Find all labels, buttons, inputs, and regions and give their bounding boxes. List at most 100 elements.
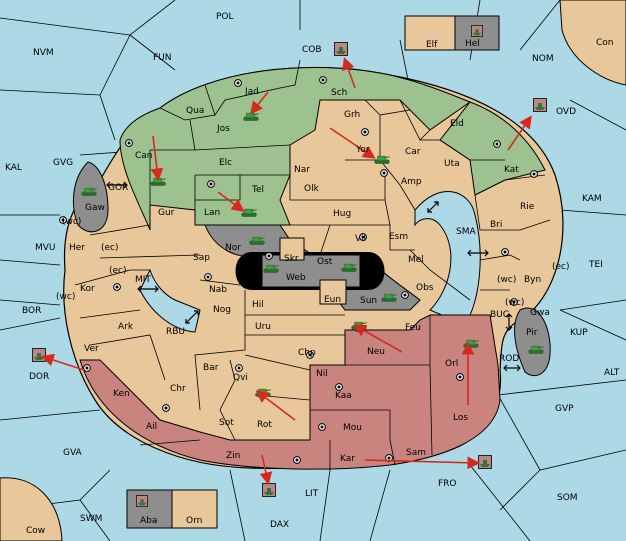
fleet-cob[interactable] [334,42,348,56]
label-wc2: (wc) [497,275,516,285]
label-hel: Hel [465,39,480,49]
label-amp: Amp [401,177,422,187]
label-tel: Tel [251,185,264,195]
label-som: SOM [557,493,578,503]
label-kam: KAM [582,194,602,204]
territory-orn[interactable] [171,489,218,529]
label-lit: LIT [305,489,319,499]
label-orn: Orn [186,516,202,526]
territory-pir[interactable] [514,307,551,377]
label-ec2: (ec) [552,262,570,272]
label-nom: NOM [532,54,554,64]
label-chr: Chr [170,384,186,394]
label-yor: Yor [355,145,370,155]
territory-web[interactable] [261,254,361,288]
label-neu: Neu [367,347,385,357]
region-red-south [79,314,501,470]
sea-rbu[interactable] [139,268,201,333]
label-sma: SMA [456,227,476,237]
label-gur: Gur [158,208,175,218]
label-mou: Mou [343,423,362,433]
label-dax: DAX [270,520,289,530]
territory-aba[interactable] [126,489,173,529]
supply-centers [59,76,538,464]
territory-gaw[interactable] [72,161,109,233]
label-gva: GVA [63,448,83,458]
label-uru: Uru [255,322,271,332]
label-eun: Eun [324,295,341,305]
label-rbu: RBU [166,327,185,337]
label-ver: Ver [84,344,99,354]
order-arrows [40,56,532,486]
label-vil: Vil [355,234,366,244]
label-con: Con [596,38,614,48]
label-bor: BOR [22,306,41,316]
fleet-lit[interactable] [262,483,276,497]
label-kat: Kat [504,165,519,175]
label-web: Web [286,273,306,283]
label-gaw: Gaw [85,203,105,213]
label-aba: Aba [140,516,157,526]
label-jad: Jad [244,87,259,97]
label-sot: Sot [219,418,234,428]
label-elc: Elc [219,158,232,168]
label-hug: Hug [333,209,351,219]
label-rod: ROD [499,354,519,364]
label-wc4: (wc) [505,298,524,308]
territory-labels: POL NVM FUN COB Elf Hel Con NOM OVD KAL … [5,12,620,536]
label-qua: Qua [186,106,204,116]
territory-borders [74,59,551,470]
label-car: Car [405,147,421,157]
label-grh: Grh [344,110,360,120]
label-hil: Hil [252,300,264,310]
fleet-fro[interactable] [478,455,492,469]
label-gvp: GVP [555,404,574,414]
label-obs: Obs [416,283,434,293]
territory-elf[interactable] [404,15,456,51]
label-feu: Feu [405,323,421,333]
label-olk: Olk [304,184,320,194]
label-elf: Elf [426,40,438,50]
label-sap: Sap [193,253,210,263]
label-qvi: Qvi [233,373,248,383]
label-lan: Lan [204,208,220,218]
label-mvu: MVU [35,243,56,253]
territory-eun[interactable] [319,279,347,305]
label-alt: ALT [604,368,620,378]
label-rie: Rie [520,202,535,212]
label-dor: DOR [29,372,49,382]
label-cob: COB [302,45,322,55]
label-mit: MIT [135,275,151,285]
label-sam: Sam [406,448,426,458]
label-ec3: (ec) [109,266,127,276]
label-ec1: (ec) [101,243,119,253]
territory-skr[interactable] [279,237,305,261]
label-los: Los [453,413,468,423]
label-ark: Ark [118,322,134,332]
fleet-aba[interactable] [135,495,149,507]
label-uta: Uta [444,159,460,169]
label-ost: Ost [317,257,333,267]
label-kup: KUP [570,328,588,338]
fleet-dor[interactable] [32,348,46,362]
label-kaa: Kaa [335,391,352,401]
label-nar: Nar [294,165,310,175]
label-rot: Rot [257,420,272,430]
label-gor: GOR [108,183,128,193]
label-gvg: GVG [53,158,73,168]
label-orl: Orl [445,359,458,369]
fleet-ovd[interactable] [533,98,547,112]
label-byn: Byn [524,275,541,285]
fleet-hel[interactable] [470,25,484,37]
sea-links [106,181,521,372]
label-esm: Esm [389,232,408,242]
label-jos: Jos [216,124,230,134]
label-nab: Nab [209,285,227,295]
label-cow: Cow [26,526,45,536]
label-sch: Sch [331,88,347,98]
label-fun: FUN [153,53,172,63]
label-wc3: (wc) [56,292,75,302]
label-nog: Nog [213,305,231,315]
